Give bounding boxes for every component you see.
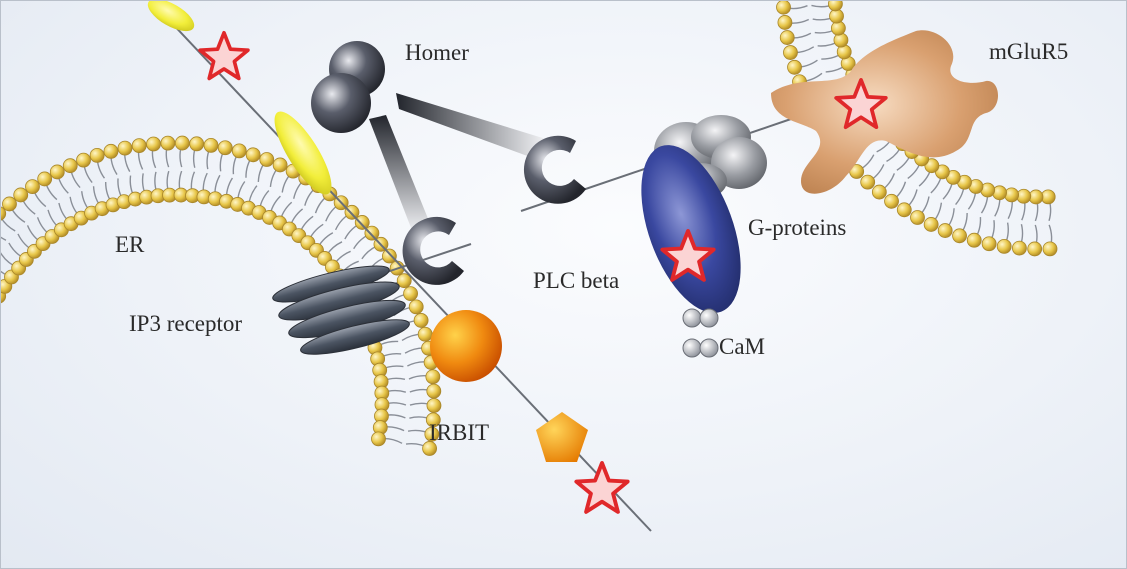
label-er: ER [115,233,144,256]
star-marker-bottom [576,463,627,512]
label-plc-beta: PLC beta [533,269,619,292]
mglur5-receptor [771,30,998,194]
label-g-proteins: G-proteins [748,216,846,239]
homer-protein [311,41,591,285]
irbit-sphere [430,310,502,382]
yellow-domain-top [143,1,199,38]
cam-protein [683,309,718,357]
star-marker-top [200,33,248,79]
label-mglur5: mGluR5 [989,40,1068,63]
label-homer: Homer [405,41,469,64]
ip3-receptor [270,259,412,361]
label-ip3-receptor: IP3 receptor [129,312,242,335]
label-cam: CaM [719,335,765,358]
label-irbit: IRBIT [429,421,489,444]
